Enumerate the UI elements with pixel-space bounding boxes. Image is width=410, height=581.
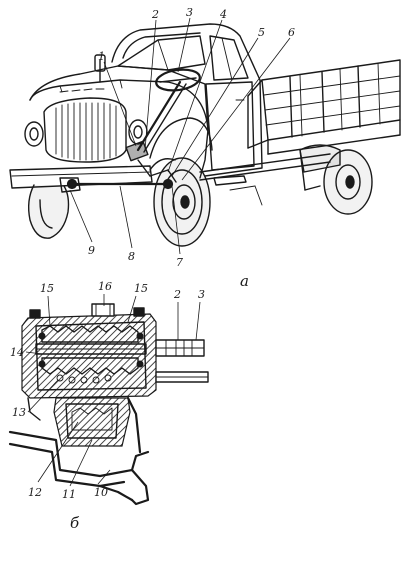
bumper [9,165,153,189]
mounting-bracket [8,396,150,506]
callout-2-b: 2 [173,288,181,301]
cab [94,23,263,177]
callout-8: 8 [128,250,135,263]
input-shaft [155,339,209,383]
front-wheel-right [149,157,211,247]
steering-gear-section [8,294,209,506]
panel-label-a: а [240,272,249,290]
callouts-a: 1 2 3 4 5 6 7 8 9 а [88,6,295,290]
cargo-body [247,59,401,155]
truck-drawing [9,17,401,255]
callout-16: 16 [98,280,112,293]
callout-14: 14 [10,346,24,359]
gear-housing [21,313,157,399]
callout-2: 2 [151,8,159,21]
callout-10: 10 [94,486,108,499]
callout-1: 1 [98,50,105,63]
callout-9: 9 [88,244,95,257]
steering-column [136,80,187,153]
hood [29,65,247,186]
worm-shaft [35,325,147,384]
callout-5: 5 [258,26,265,39]
steering-wheel [155,68,201,92]
front-wheel-left [27,184,70,239]
radiator-grille [43,88,127,163]
rear-wheel [299,144,373,215]
callout-leaders-b [25,294,201,487]
callout-3: 3 [186,6,193,19]
steering-gear-box [125,140,149,162]
panel-label-b: б [70,514,80,532]
callout-6: 6 [288,26,295,39]
callout-13: 13 [12,406,26,419]
callout-15-right: 15 [134,282,148,295]
sector-housing [53,397,131,447]
callout-7: 7 [176,256,183,269]
callout-15-left: 15 [40,282,54,295]
callout-leaders-a [69,17,291,255]
tie-rod [59,177,174,193]
top-cover [29,303,145,319]
callout-11: 11 [62,488,76,501]
callouts-b: 15 16 15 2 3 14 13 12 11 10 б [10,280,205,532]
headlamps [24,119,148,147]
callout-4: 4 [219,8,227,21]
callout-12: 12 [28,486,42,499]
callout-3-b: 3 [198,288,205,301]
